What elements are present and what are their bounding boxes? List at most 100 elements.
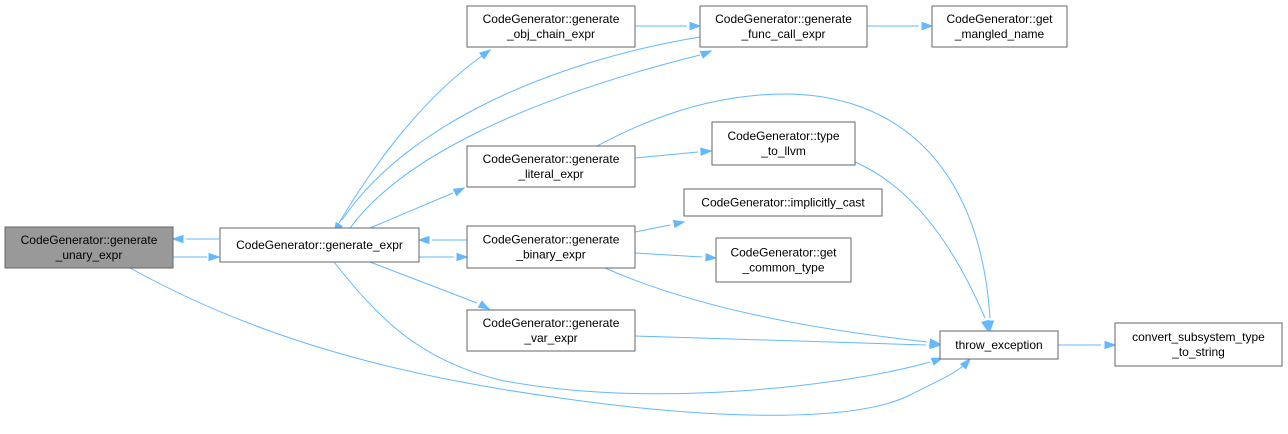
node-label-line: throw_exception (955, 338, 1042, 352)
node-obj-chain[interactable]: CodeGenerator::generate_obj_chain_expr (466, 5, 636, 48)
node-label-line: _binary_expr (515, 248, 585, 262)
edge-literal-to-type_llvm (634, 147, 713, 159)
node-binary[interactable]: CodeGenerator::generate_binary_expr (466, 225, 636, 269)
edge-arrowhead (208, 252, 221, 262)
node-impl-cast[interactable]: CodeGenerator::implicitly_cast (683, 188, 883, 217)
edge-line (634, 224, 671, 233)
edge-gen_expr-to-obj_chain (335, 49, 492, 229)
node-type-llvm[interactable]: CodeGenerator::type_to_llvm (711, 121, 856, 166)
edge-gen_expr-to-func_call (349, 50, 713, 229)
edge-arrowhead (699, 50, 713, 59)
node-mangled[interactable]: CodeGenerator::get_mangled_name (931, 5, 1068, 48)
node-common[interactable]: CodeGenerator::get_common_type (715, 237, 852, 283)
edge-arrowhead (672, 219, 686, 229)
node-label-line: CodeGenerator::get (730, 246, 837, 260)
node-var-expr[interactable]: CodeGenerator::generate_var_expr (466, 309, 636, 352)
node-label-line: CodeGenerator::type (727, 129, 839, 143)
node-box[interactable] (466, 225, 636, 269)
node-throw[interactable]: throw_exception (939, 330, 1059, 360)
node-func-call[interactable]: CodeGenerator::generate_func_call_expr (699, 5, 868, 48)
edge-var_expr-to-throw (634, 335, 942, 350)
edge-gen_expr-to-binary (419, 252, 469, 262)
node-label-line: CodeGenerator::implicitly_cast (701, 196, 865, 210)
node-box[interactable] (466, 145, 636, 188)
edge-line (634, 252, 703, 258)
edge-line (335, 55, 483, 229)
edge-arrowhead (456, 252, 469, 262)
edges-layer (129, 21, 1117, 416)
edge-arrowhead (921, 21, 934, 31)
edge-arrowhead (981, 319, 990, 333)
edge-line (333, 261, 931, 395)
node-label-line: CodeGenerator::generate (483, 12, 620, 26)
node-label-line: CodeGenerator::generate_expr (236, 238, 403, 252)
node-box[interactable] (466, 309, 636, 352)
node-label-line: CodeGenerator::generate (21, 233, 158, 247)
node-label-line: CodeGenerator::get (946, 12, 1053, 26)
edge-line (369, 192, 454, 229)
edge-binary-to-gen_expr (417, 235, 467, 245)
node-label-line: _to_llvm (760, 144, 806, 158)
node-box[interactable] (4, 226, 174, 269)
edge-line (604, 267, 928, 343)
node-label-line: convert_subsystem_type (1132, 330, 1265, 344)
node-literal[interactable]: CodeGenerator::generate_literal_expr (466, 145, 636, 188)
edge-func_call-to-mangled (867, 21, 934, 31)
edge-gen_expr-to-var_expr (369, 261, 491, 310)
edge-arrowhead (171, 234, 184, 244)
edge-line (854, 161, 986, 319)
node-label-line: _common_type (741, 261, 824, 275)
edge-line (369, 261, 478, 304)
node-box[interactable] (466, 5, 636, 48)
node-box[interactable] (711, 121, 856, 166)
node-label-line: _obj_chain_expr (506, 27, 595, 41)
edge-gen_expr-to-literal (369, 187, 466, 229)
edge-line (129, 267, 964, 416)
edge-arrowhead (417, 235, 430, 245)
edge-arrowhead (689, 21, 702, 31)
edge-line (634, 335, 927, 346)
edge-func_call-to-gen_expr (333, 36, 701, 235)
nodes-layer: CodeGenerator::generate_unary_exprCodeGe… (4, 5, 1283, 367)
node-box[interactable] (939, 330, 1059, 360)
node-label-line: _func_call_expr (740, 27, 825, 41)
node-label-line: CodeGenerator::generate (483, 152, 620, 166)
edge-arrowhead (452, 187, 466, 197)
node-label-line: _mangled_name (954, 27, 1045, 41)
node-box[interactable] (219, 227, 420, 263)
node-label-line: _to_string (1171, 345, 1225, 359)
node-label-line: CodeGenerator::generate (483, 233, 620, 247)
edge-binary-to-impl_cast (634, 219, 686, 233)
edge-gen_expr-to-unary (171, 234, 219, 244)
edge-binary-to-common (634, 252, 718, 262)
node-convert[interactable]: convert_subsystem_type_to_string (1114, 322, 1283, 367)
edge-gen_expr-to-throw (333, 261, 944, 395)
node-label-line: _literal_expr (517, 167, 583, 181)
node-label-line: CodeGenerator::generate (483, 316, 620, 330)
node-gen-expr[interactable]: CodeGenerator::generate_expr (219, 227, 420, 263)
node-box[interactable] (931, 5, 1068, 48)
edge-type_llvm-to-throw (854, 161, 990, 333)
edge-arrowhead (700, 147, 713, 156)
edge-line (596, 93, 991, 319)
node-unary[interactable]: CodeGenerator::generate_unary_expr (4, 226, 174, 269)
edge-arrowhead (930, 357, 944, 366)
edge-throw-to-convert (1058, 340, 1117, 350)
edge-line (634, 151, 699, 159)
node-label-line: _var_expr (523, 331, 577, 345)
node-box[interactable] (699, 5, 868, 48)
edge-arrowhead (705, 253, 718, 262)
edge-obj_chain-to-func_call (635, 21, 702, 31)
node-box[interactable] (683, 188, 883, 217)
edge-arrowhead (1104, 340, 1117, 350)
node-box[interactable] (715, 237, 852, 283)
edge-arrowhead (959, 357, 972, 370)
edge-arrowhead (477, 300, 491, 310)
edge-arrowhead (929, 340, 942, 350)
edge-line (349, 54, 701, 229)
edge-unary-to-throw (129, 267, 972, 416)
node-box[interactable] (1114, 322, 1283, 367)
edge-line (341, 36, 701, 221)
node-label-line: CodeGenerator::generate (715, 12, 852, 26)
